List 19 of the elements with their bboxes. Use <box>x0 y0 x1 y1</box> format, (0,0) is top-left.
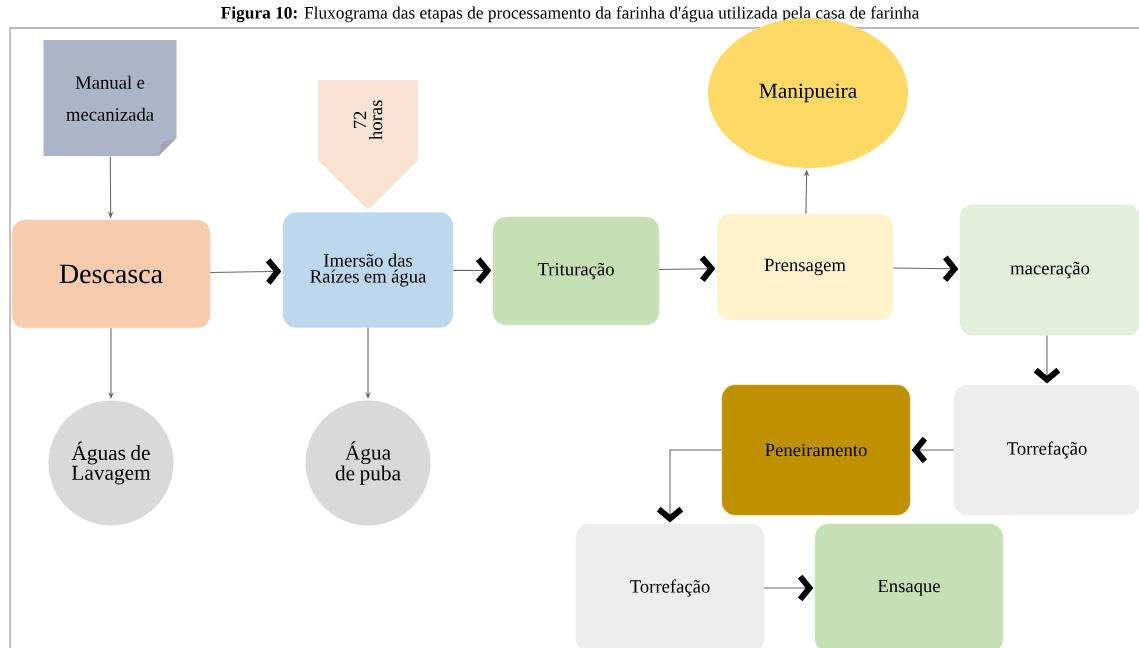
process-box: Torrefação <box>953 384 1139 516</box>
pentagon-callout: 72 horas <box>318 80 418 210</box>
chevron-arrow <box>658 255 716 282</box>
process-box: Descasca <box>11 219 211 329</box>
chevron-arrow <box>452 257 492 284</box>
chevron-arrow <box>911 436 955 464</box>
process-box: Peneiramento <box>721 384 911 516</box>
chevron-arrow <box>656 449 723 523</box>
process-box: Imersão das Raízes em água <box>282 212 454 328</box>
process-box: maceração <box>959 204 1139 336</box>
chevron-arrow <box>892 255 959 282</box>
note-box: Manual e mecanizada <box>43 40 177 156</box>
process-box: Trituração <box>492 216 660 326</box>
chevron-arrow <box>763 574 814 602</box>
process-box: Ensaque <box>814 523 1004 648</box>
process-box: Prensagem <box>716 213 894 321</box>
process-box: Torrefação <box>575 523 765 648</box>
chevron-arrow <box>209 258 282 285</box>
chevron-arrow <box>1033 335 1061 384</box>
